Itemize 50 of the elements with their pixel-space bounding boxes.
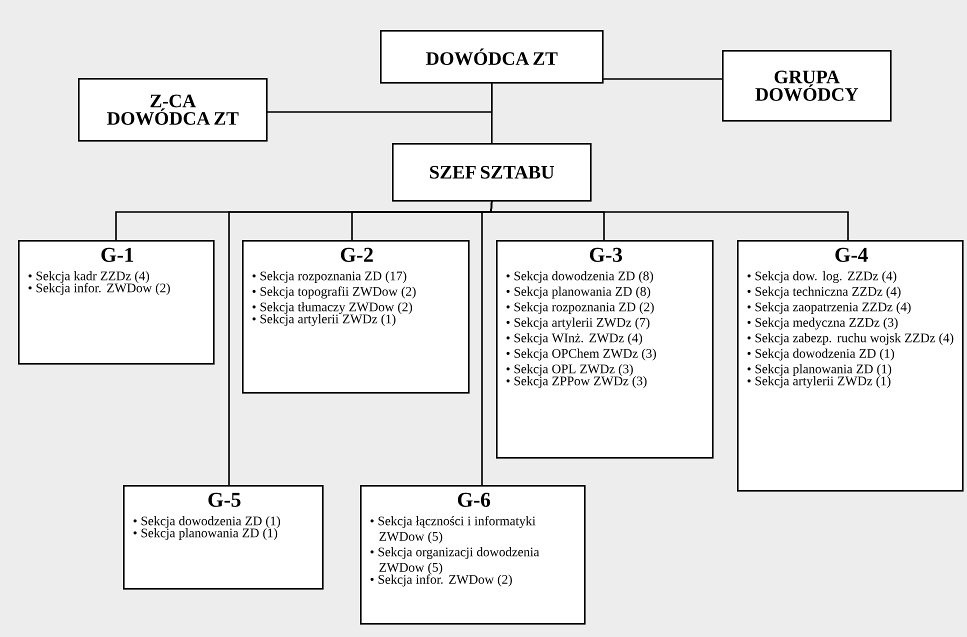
section-box <box>737 240 964 492</box>
list-item: • Sekcja organizacji dowodzenia ZWDow (5) <box>370 547 540 574</box>
box-title: Z-CA DOWÓDCA ZT <box>107 94 239 125</box>
list-item: • Sekcja zaopatrzenia ZZDz (4) <box>748 302 911 314</box>
list-item: • Sekcja OPL ZWDz (3) <box>506 364 633 376</box>
connector-line <box>481 202 493 485</box>
section-box <box>360 485 586 625</box>
list-item: • Sekcja łączności i informatyki ZWDow (5) <box>370 516 536 544</box>
box-title: DOWÓDCA ZT <box>426 48 558 66</box>
list-item: • Sekcja WInż. ZWDz (4) <box>506 333 642 345</box>
box-title: GRUPA DOWÓDCY <box>755 70 858 101</box>
connector-line <box>602 78 722 80</box>
section-box <box>123 485 324 590</box>
list-item: • Sekcja ZPPow ZWDz (3) <box>506 376 647 388</box>
list-item: • Sekcja artylerii ZWDz (1) <box>748 376 890 388</box>
list-item: • Sekcja rozpoznania ZD (2) <box>506 302 654 314</box>
title-box <box>78 78 268 142</box>
box-heading: G-4 <box>835 248 868 262</box>
list-item: • Sekcja artylerii ZWDz (7) <box>506 318 650 330</box>
list-item: • Sekcja rozpoznania ZD (17) <box>252 271 406 283</box>
list-item: • Sekcja planowania ZD (1) <box>748 364 892 376</box>
list-item: • Sekcja medyczna ZZDz (3) <box>748 318 898 330</box>
list-item: • Sekcja infor. ZWDow (2) <box>28 283 170 295</box>
list-item: • Sekcja planowania ZD (8) <box>506 286 650 298</box>
list-item: • Sekcja dow. log. ZZDz (4) <box>748 271 896 283</box>
list-item: • Sekcja techniczna ZZDz (4) <box>748 286 901 298</box>
box-heading: G-1 <box>101 248 134 262</box>
box-heading: G-6 <box>458 492 490 507</box>
list-item: • Sekcja topografii ZWDow (2) <box>252 286 416 298</box>
list-item: • Sekcja OPChem ZWDz (3) <box>506 348 656 360</box>
list-item: • Sekcja dowodzenia ZD (8) <box>506 271 654 283</box>
list-item: • Sekcja dowodzenia ZD (1) <box>748 348 894 360</box>
list-item: • Sekcja artylerii ZWDz (1) <box>252 314 396 326</box>
section-box <box>18 240 215 365</box>
list-item: • Sekcja tłumaczy ZWDow (2) <box>252 302 412 314</box>
title-box <box>380 30 604 84</box>
box-title: SZEF SZTABU <box>430 166 554 179</box>
box-heading: G-3 <box>590 248 622 262</box>
section-box <box>496 240 714 459</box>
list-item: • Sekcja dowodzenia ZD (1) <box>134 516 280 528</box>
list-item: • Sekcja planowania ZD (1) <box>134 528 278 540</box>
connector-line <box>491 84 493 143</box>
list-item: • Sekcja zabezp. ruchu wojsk ZZDz (4) <box>748 333 954 345</box>
box-heading: G-2 <box>340 248 373 262</box>
list-item: • Sekcja infor. ZWDow (2) <box>370 574 512 586</box>
box-heading: G-5 <box>208 492 240 507</box>
section-box <box>242 240 470 394</box>
list-item: • Sekcja kadr ZZDz (4) <box>28 271 150 283</box>
title-box <box>392 142 592 202</box>
title-box <box>722 50 892 122</box>
